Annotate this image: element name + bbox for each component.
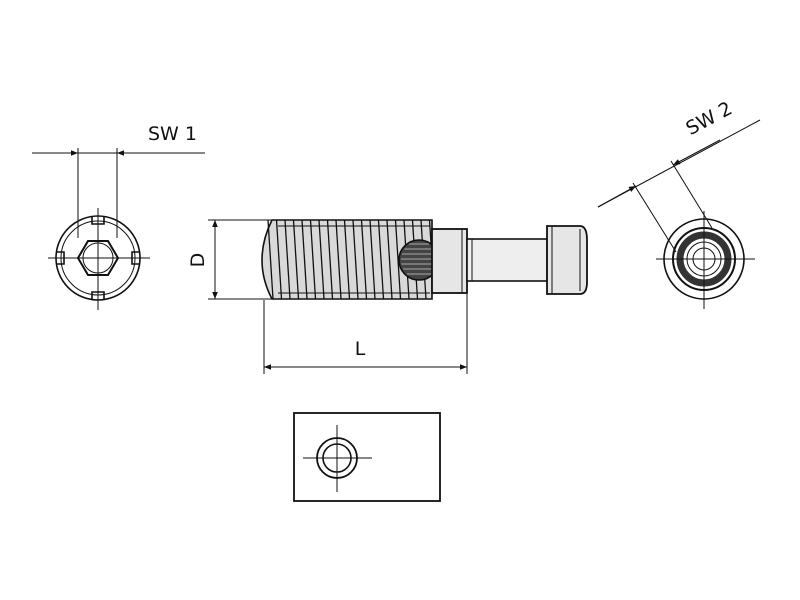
left-end-view: SW 1 xyxy=(32,123,205,310)
sw2-label: SW 2 xyxy=(682,97,736,139)
thread-line xyxy=(386,219,393,300)
thread-line xyxy=(301,219,308,300)
thread-line xyxy=(292,219,300,300)
head xyxy=(546,225,588,295)
d-label: D xyxy=(187,253,209,268)
threaded-body xyxy=(261,219,440,300)
sw2-arrow-left xyxy=(597,185,637,208)
plate-view xyxy=(293,412,441,502)
thread-line xyxy=(360,219,368,300)
thread-line xyxy=(352,219,359,300)
thread-line xyxy=(267,219,274,300)
thread-line xyxy=(275,219,283,300)
sw2-arrow-right xyxy=(672,139,721,166)
thread-line xyxy=(343,219,351,300)
thread-line xyxy=(309,219,317,300)
sw2-extension-left xyxy=(632,182,677,253)
thread-line xyxy=(369,219,376,300)
ball-hatch xyxy=(401,243,437,275)
l-label: L xyxy=(355,338,366,360)
thread-lines xyxy=(267,219,433,300)
shaft xyxy=(466,238,548,282)
thread-line xyxy=(326,219,334,300)
thread-line xyxy=(377,219,385,300)
right-end-view: SW 2 xyxy=(597,97,761,309)
plate xyxy=(293,412,441,502)
sw2-extension-right xyxy=(670,160,713,229)
side-view: D L xyxy=(187,219,588,374)
thread-line xyxy=(284,219,291,300)
sw1-label: SW 1 xyxy=(148,123,197,145)
thread-line xyxy=(318,219,325,300)
thread-line xyxy=(335,219,342,300)
collar xyxy=(431,228,468,294)
thread-line xyxy=(394,219,402,300)
